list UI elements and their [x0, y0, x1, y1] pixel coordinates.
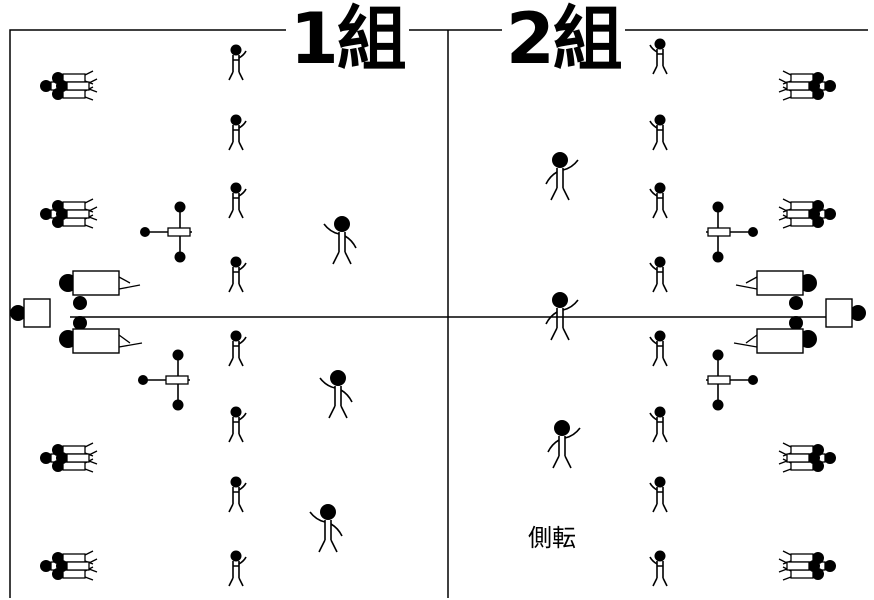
standing-figure	[228, 330, 247, 367]
lying-group	[778, 70, 836, 101]
standing-figure	[649, 38, 668, 75]
field-border	[9, 29, 868, 598]
posing-figure	[545, 292, 579, 341]
standing-figure	[228, 44, 247, 81]
posing-figure	[309, 504, 343, 553]
cross-figure	[706, 349, 758, 411]
lying-group	[40, 442, 98, 473]
group-1-label: 1組	[286, 2, 409, 76]
standing-figure	[649, 182, 668, 219]
cross-figure	[138, 349, 190, 411]
posing-figure	[547, 420, 581, 469]
cartwheel-label: 側転	[528, 524, 576, 552]
lying-group	[778, 442, 836, 473]
standing-figure	[228, 256, 247, 293]
base-cluster	[733, 270, 866, 354]
field-lines	[9, 29, 868, 598]
standing-figure	[649, 550, 668, 587]
posing-figure	[323, 216, 357, 265]
group-2-label: 2組	[502, 2, 625, 76]
cross-figure	[140, 201, 192, 263]
standing-figure	[228, 476, 247, 513]
standing-figure	[649, 114, 668, 151]
lying-group	[40, 550, 98, 581]
standing-figure	[228, 182, 247, 219]
standing-figure	[649, 476, 668, 513]
base-cluster	[10, 270, 143, 354]
standing-figure	[228, 406, 247, 443]
standing-figure	[228, 114, 247, 151]
lying-group	[40, 198, 98, 229]
standing-figure	[649, 330, 668, 367]
cross-figure	[706, 201, 758, 263]
standing-figure	[649, 256, 668, 293]
figures-layer	[10, 38, 866, 587]
standing-figure	[649, 406, 668, 443]
lying-group	[778, 550, 836, 581]
posing-figure	[545, 152, 579, 201]
lying-group	[40, 70, 98, 101]
posing-figure	[319, 370, 353, 419]
lying-group	[778, 198, 836, 229]
standing-figure	[228, 550, 247, 587]
